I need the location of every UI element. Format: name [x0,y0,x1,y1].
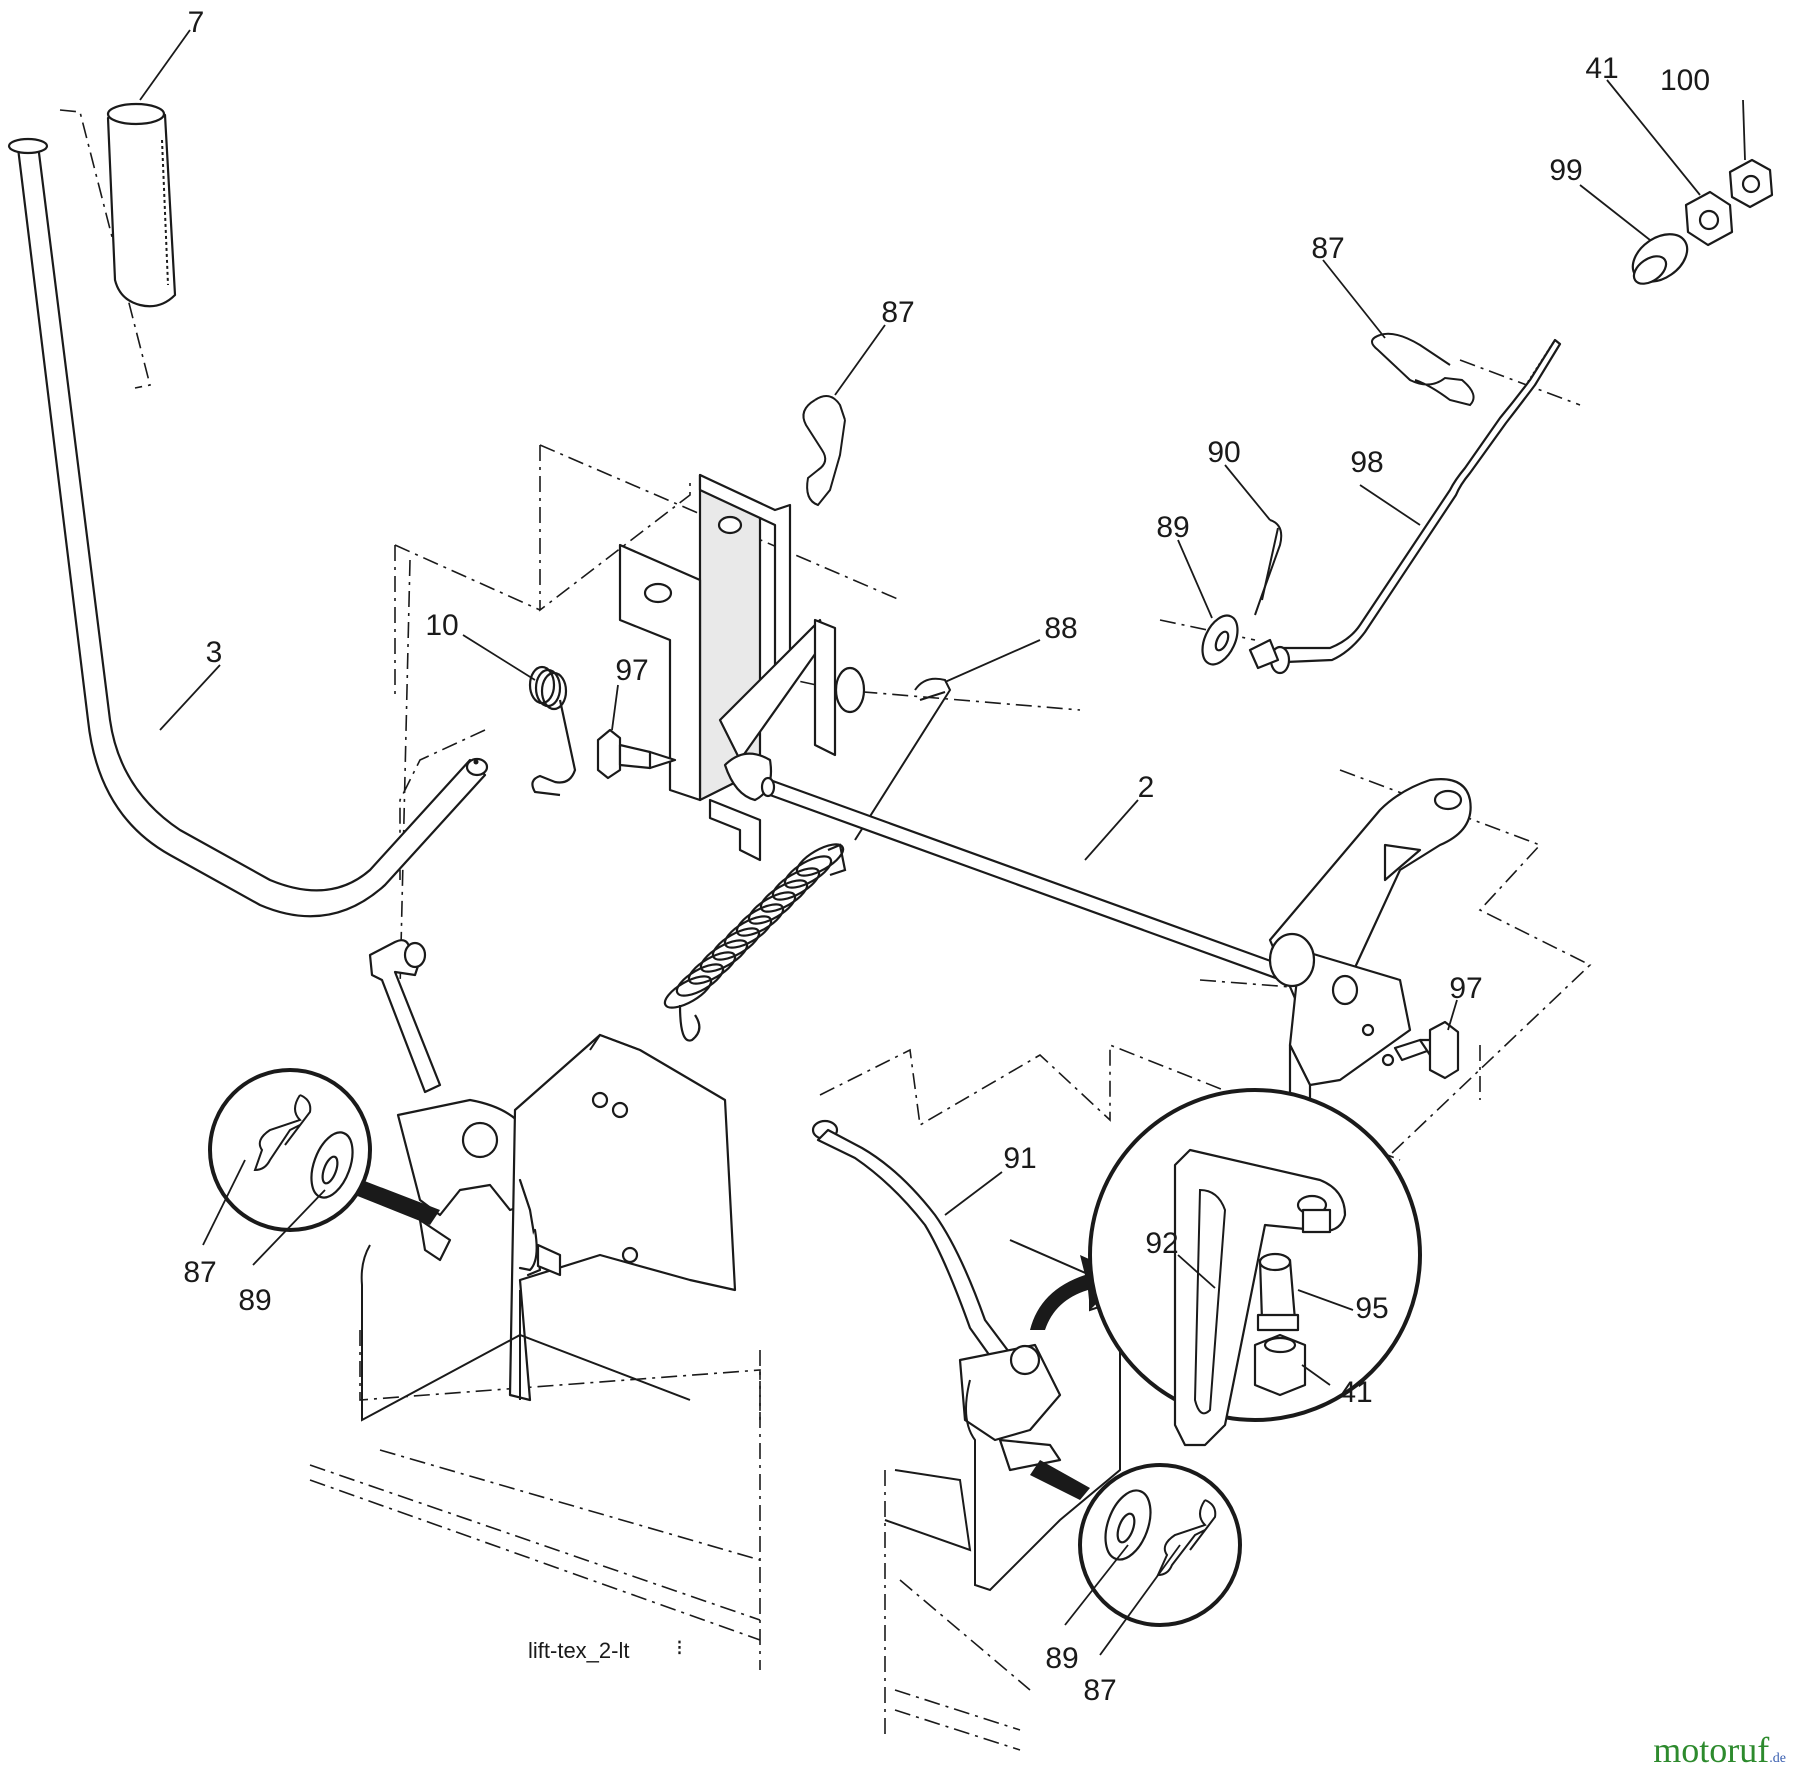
handle-grip [106,102,177,308]
leader-lines [139,29,1746,1656]
watermark-logo: motoruf.de [1653,1729,1786,1771]
construction-lines [59,109,1592,1751]
callout-88: 88 [1044,612,1077,645]
torsion-spring [528,665,577,797]
callout-87-right: 87 [1311,232,1344,265]
lock-nut [1728,158,1774,209]
hair-pin-clip-right [1371,332,1475,407]
adjustment-rod [1269,338,1562,675]
callout-95: 95 [1355,1292,1388,1325]
callout-91: 91 [1003,1142,1036,1175]
callout-97-right: 97 [1449,972,1482,1005]
callout-89-bottom-detail: 89 [1045,1642,1078,1675]
nut-detail [1253,1333,1307,1397]
callout-98: 98 [1350,446,1383,479]
detail-hair-pin-clip [253,1094,312,1172]
callout-87-left-detail: 87 [183,1256,216,1289]
caption-mark: ⁝ [676,1635,683,1660]
callout-3: 3 [206,636,223,669]
flange-bolt-right [1393,1020,1460,1080]
detail-circle-right [1088,1088,1422,1447]
lift-bracket [618,473,866,862]
watermark-tld: .de [1769,1751,1786,1766]
cotter-pin [1248,519,1283,670]
diagram-caption: lift-tex_2-lt [528,1638,629,1663]
hex-nut-top [1684,190,1734,247]
callout-97-left: 97 [615,654,648,687]
washer-top [1201,614,1239,666]
callout-7: 7 [188,6,205,39]
callouts: 7 3 10 97 87 88 2 87 90 89 98 41 100 99 … [183,6,1710,1707]
spring-rod [854,677,952,841]
left-frame-plate [508,1033,737,1402]
slot-spacer [1301,1208,1332,1234]
callout-41-top: 41 [1585,52,1618,85]
bushing-detail [1256,1252,1300,1332]
right-lift-arm [1268,778,1472,1102]
spring-coils [663,843,845,1009]
detail-hair-pin-clip-2 [1156,1499,1217,1577]
lift-handle-rod [7,137,489,918]
lift-shaft [760,776,1297,987]
deck-left [360,1244,691,1422]
detail-washer [310,1131,354,1199]
detail-circle-bottom [1030,1460,1242,1627]
callout-89-left-detail: 89 [238,1284,271,1317]
detail-washer-2 [1104,1489,1152,1561]
detail-circle-left [208,1068,440,1232]
watermark-text: motoruf [1653,1730,1770,1770]
callout-87-bottom-detail: 87 [1083,1674,1116,1707]
adjustment-link-right [811,1119,1062,1472]
flange-bolt-left [596,728,677,780]
callout-10: 10 [425,609,458,642]
lift-link-left [368,939,542,1262]
callout-92: 92 [1145,1227,1178,1260]
hair-pin-clip-top [802,395,846,507]
callout-90: 90 [1207,436,1240,469]
bushing [1631,233,1689,285]
lift-spring [663,843,847,1042]
callout-41-detail: 41 [1339,1376,1372,1409]
callout-87-top: 87 [881,296,914,329]
callout-99: 99 [1549,154,1582,187]
callout-100: 100 [1660,64,1710,97]
callout-89-top: 89 [1156,511,1189,544]
callout-2: 2 [1138,771,1155,804]
